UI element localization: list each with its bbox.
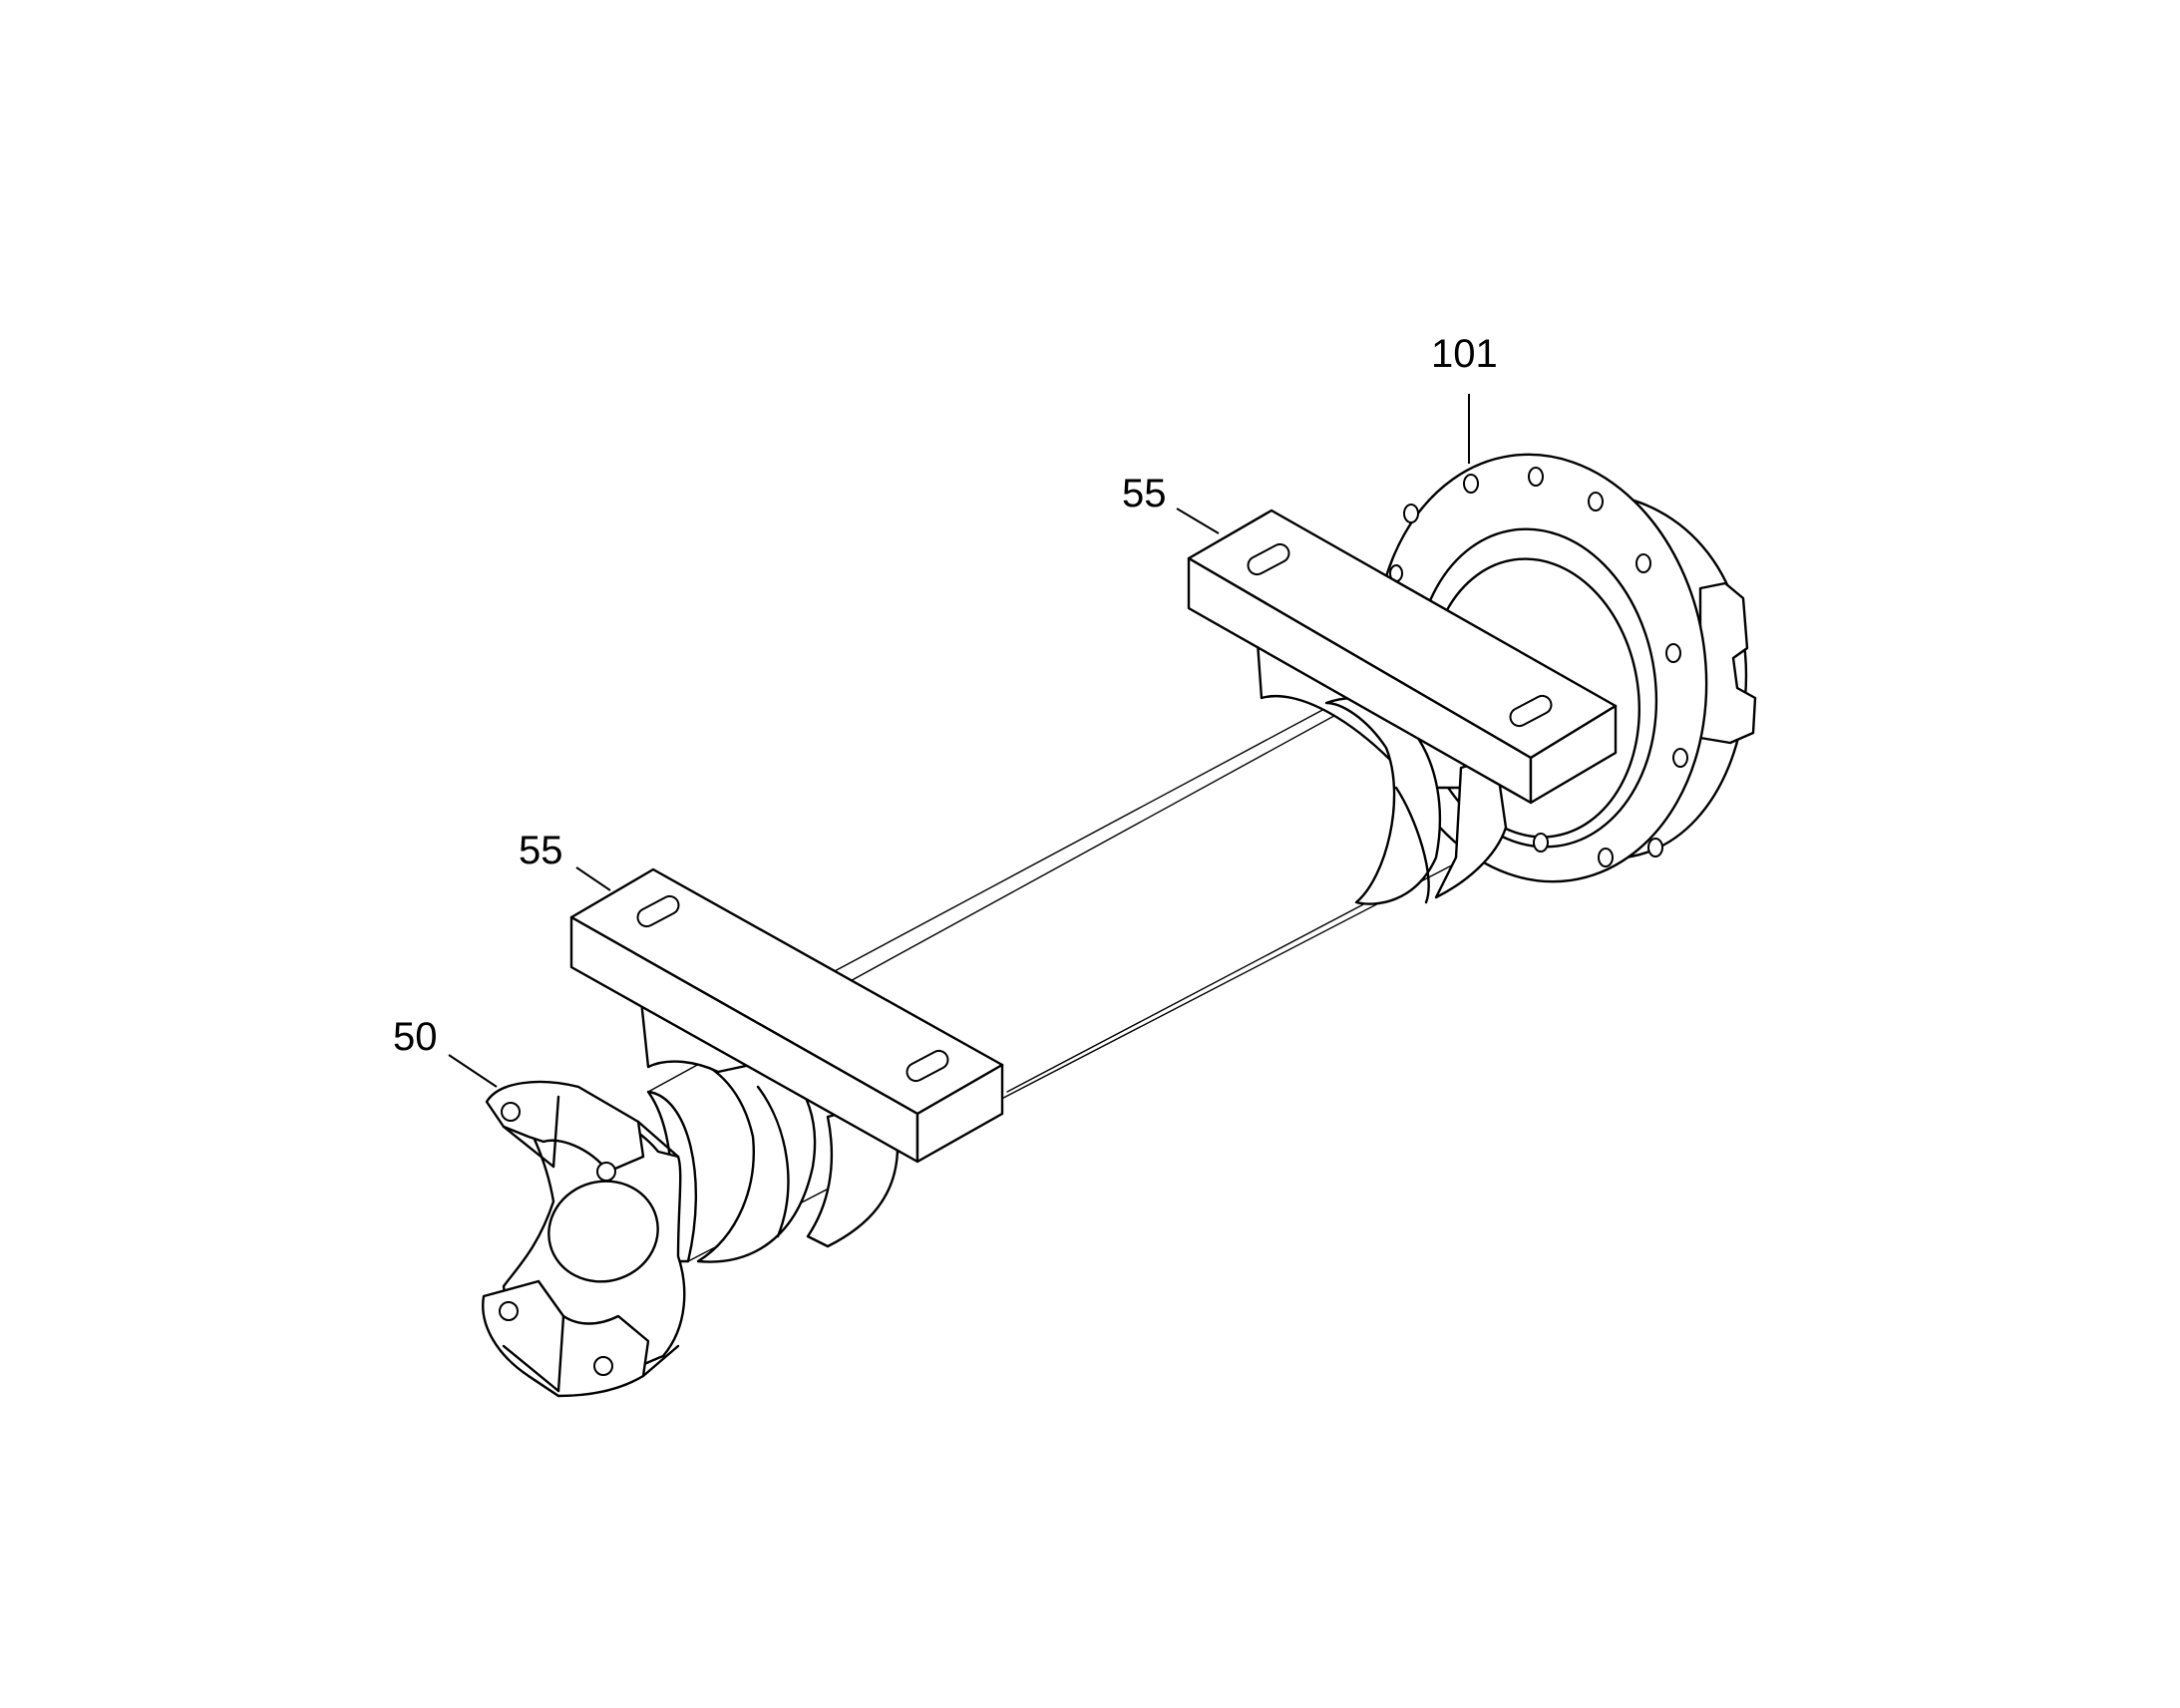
yoke (482, 1080, 698, 1398)
bracket-front (569, 867, 1004, 1263)
callout-label: 55 (1122, 472, 1167, 515)
callout-label: 50 (393, 1015, 438, 1059)
callout-55-rear: 55 (1122, 472, 1220, 534)
callout-label: 101 (1431, 332, 1498, 376)
callout-50: 50 (393, 1015, 498, 1088)
callout-55-front: 55 (519, 829, 611, 891)
callout-101: 101 (1431, 332, 1498, 464)
callout-label: 55 (519, 829, 563, 872)
bracket-rear (1187, 509, 1618, 905)
